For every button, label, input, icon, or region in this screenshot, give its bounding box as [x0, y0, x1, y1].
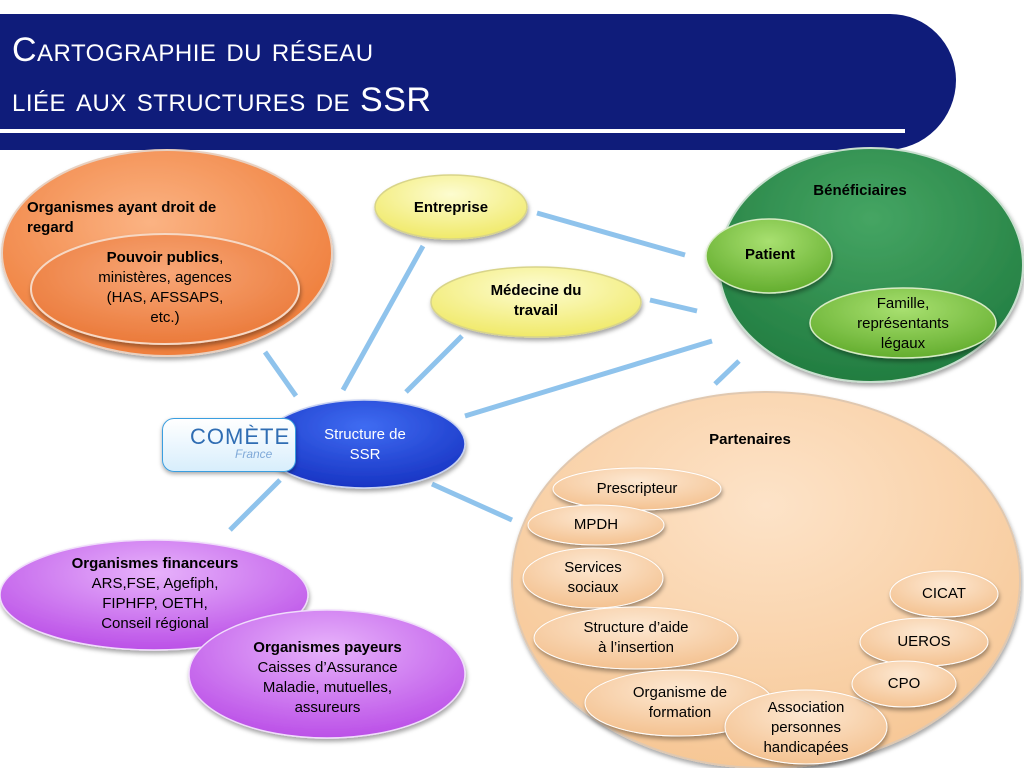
patient-ellipse: [705, 218, 833, 294]
mpdh-ellipse: [527, 504, 665, 546]
medecine-travail-ellipse: [430, 266, 642, 338]
association-ellipse: [724, 689, 888, 765]
famille-ellipse: [809, 287, 997, 359]
pouvoir-publics-label: Pouvoir publics, ministères, agences (HA…: [98, 249, 232, 326]
cpo-label: CPO: [887, 675, 921, 692]
entreprise-label: Entreprise: [413, 199, 489, 216]
partenaires-label: Partenaires: [709, 431, 791, 448]
pouvoir-publics-ellipse: [30, 233, 300, 345]
connector-lines: [228, 210, 862, 532]
organismes-payeurs-label: Organismes payeurs: [253, 639, 402, 656]
cicat-label: CICAT: [922, 585, 966, 602]
page-title-line1: Cartographie du réseau: [12, 31, 374, 69]
ueros-label: UEROS: [897, 633, 951, 650]
title-banner: [0, 14, 956, 150]
organismes-droit-label: Organismes ayant droit de regard: [27, 199, 217, 236]
organismes-payeurs-ellipse: [188, 609, 466, 739]
logo-text: COMÈTE: [190, 424, 291, 449]
organismes-financeurs-label: Organismes financeurs: [71, 555, 239, 572]
beneficiaires-label: Bénéficiaires: [813, 182, 907, 199]
cicat-ellipse: [889, 570, 999, 618]
organismes-financeurs-ellipse: [0, 539, 309, 651]
organismes-financeurs-detail: ARS,FSE, Agefiph,FIPHFP, OETH,Conseil ré…: [91, 575, 219, 632]
logo-subtext: France: [235, 447, 273, 461]
prescripteur-label: Prescripteur: [596, 480, 678, 497]
cpo-ellipse: [851, 660, 957, 708]
structure-aide-ellipse: [533, 606, 739, 670]
comete-france-logo: [162, 418, 296, 472]
services-sociaux-ellipse: [522, 547, 664, 609]
entreprise-ellipse: [374, 174, 528, 240]
page-title-line2: liée aux structures de SSR: [12, 81, 432, 119]
patient-label: Patient: [744, 246, 795, 263]
mpdh-label: MPDH: [573, 516, 619, 533]
